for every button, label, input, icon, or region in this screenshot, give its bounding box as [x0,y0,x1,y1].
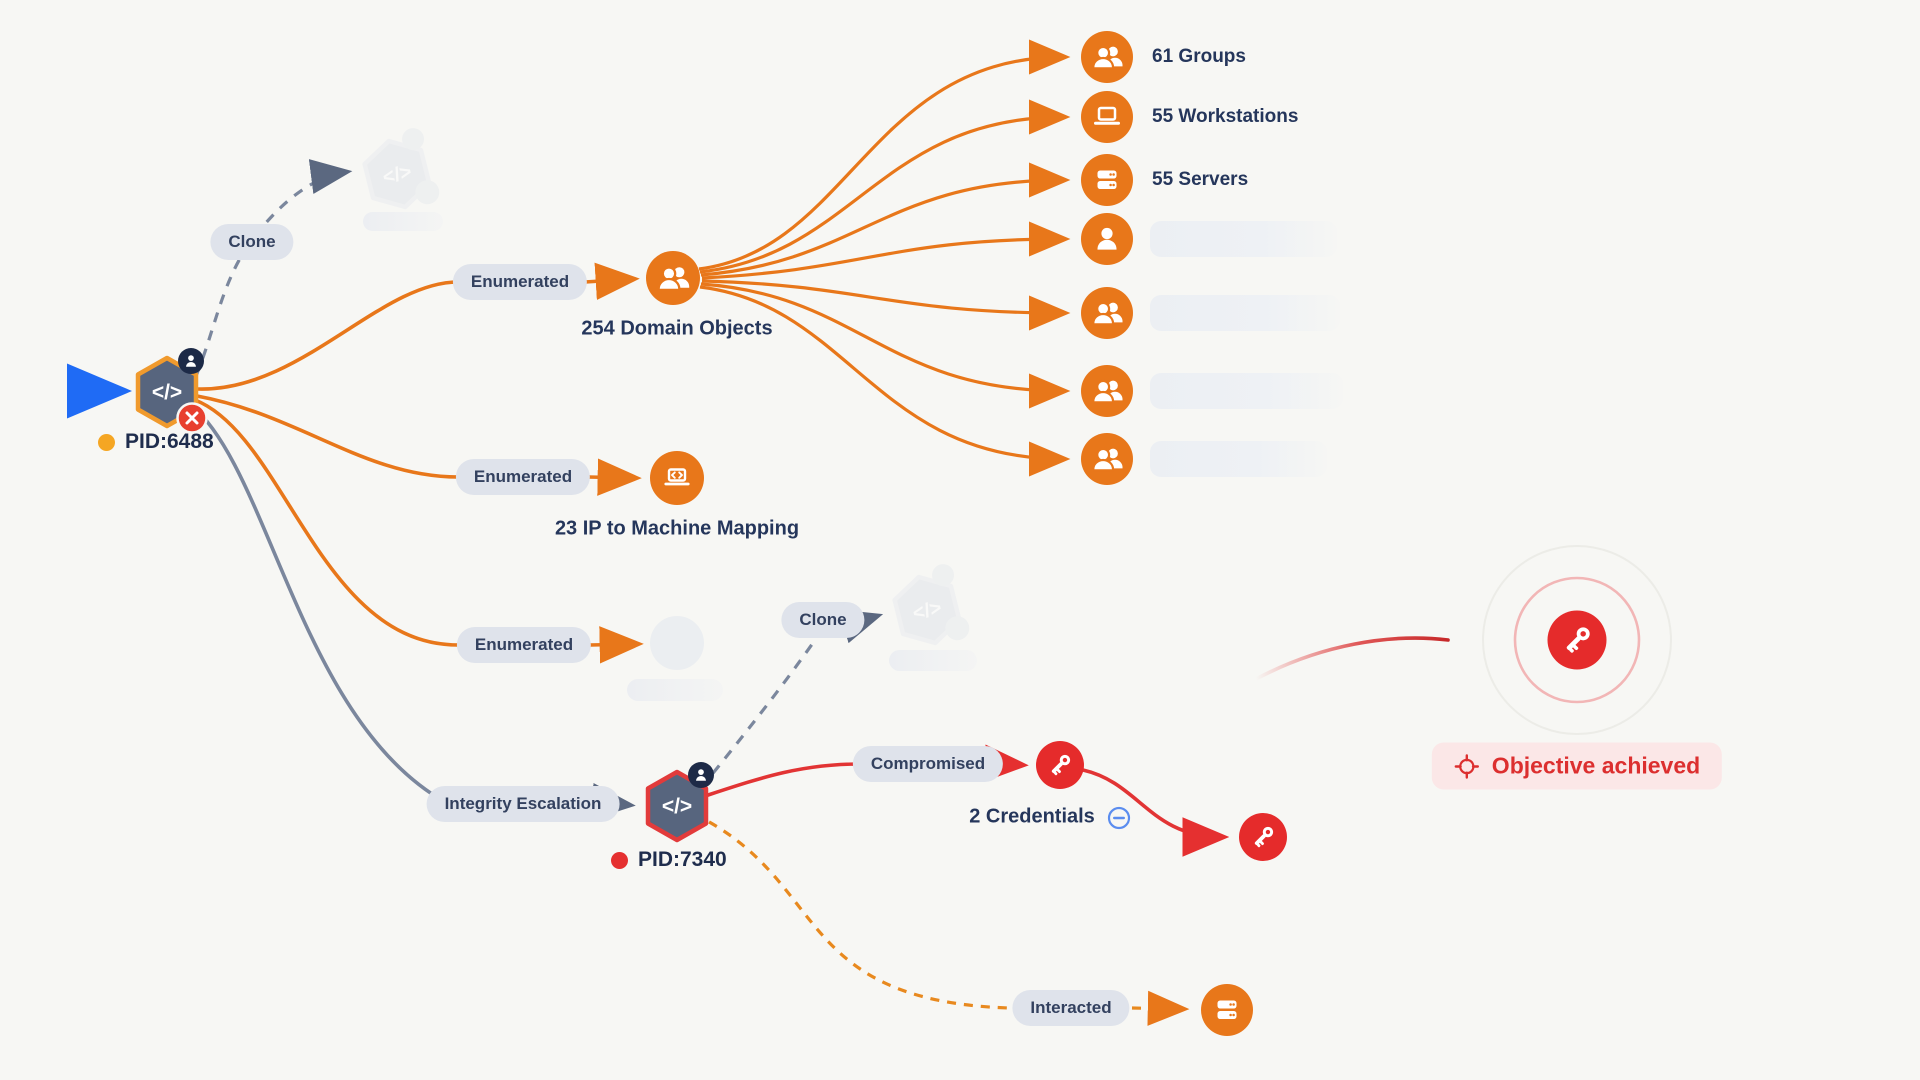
fanout-node-6[interactable] [1081,365,1133,417]
servers-node[interactable] [1081,154,1133,206]
domain-objects-node[interactable] [646,251,700,305]
fanout-node-4[interactable] [1081,213,1133,265]
workstations-node[interactable] [1081,91,1133,143]
groups-node[interactable] [1081,31,1133,83]
interacted-server-node[interactable] [1201,984,1253,1036]
root-pid-label: PID:6488 [98,430,214,454]
collapse-minus-icon[interactable] [1107,806,1131,830]
edge-fanout-row7 [699,285,1071,477]
process-node-child[interactable]: </> [645,762,714,843]
credential-node-1[interactable] [1036,741,1084,789]
edge-fanout-row6 [700,282,1071,409]
ghost-enumerated-placeholder [627,679,723,701]
groups-label: 61 Groups [1152,46,1246,67]
crosshair-icon [1454,753,1480,779]
edge-compromised [701,744,1029,799]
ip-mapping-node[interactable] [650,451,704,505]
ghost-clone-2-placeholder [889,650,977,671]
edge-fanout-row4 [701,221,1071,280]
edge-clone-1 [194,159,353,377]
fanout-placeholder-6 [1150,373,1343,409]
edge-label-compromised[interactable]: Compromised [852,746,1004,782]
edge-clone-2 [699,609,884,790]
ip-mapping-label: 23 IP to Machine Mapping [554,517,800,540]
edge-label-interacted[interactable]: Interacted [1012,990,1130,1026]
code-icon: </> [152,381,182,404]
domain-objects-label: 254 Domain Objects [581,317,773,340]
objective-achieved-badge: Objective achieved [1431,742,1723,790]
objective-node[interactable] [1482,545,1672,735]
user-badge-icon [688,762,714,788]
credentials-label: 2 Credentials [969,805,1095,828]
fanout-placeholder-7 [1150,441,1327,477]
edge-interacted [693,812,1190,1026]
edge-label-enumerated-3[interactable]: Enumerated [456,627,592,663]
code-icon: </> [662,795,692,818]
fanout-node-7[interactable] [1081,433,1133,485]
pid-text: PID:7340 [638,848,727,871]
child-pid-label: PID:7340 [611,848,727,872]
fanout-placeholder-4 [1150,221,1337,257]
edge-fanout-workstations [699,99,1071,274]
pid-text: PID:6488 [125,430,214,453]
servers-label: 55 Servers [1152,169,1249,190]
edge-fanout-groups [698,39,1071,271]
fanout-node-5[interactable] [1081,287,1133,339]
edge-fanout-servers [700,162,1071,277]
edge-label-clone-2[interactable]: Clone [781,602,865,638]
edge-enumerated-2 [196,394,642,496]
edge-label-enumerated-2[interactable]: Enumerated [455,459,591,495]
process-node-root[interactable]: </> [135,348,208,434]
status-dot-compromised [611,851,628,869]
fanout-placeholder-5 [1150,295,1340,331]
ghost-clone-node-1: </> [362,128,440,210]
ghost-enumerated-node [650,616,704,670]
edge-label-integrity-escalation[interactable]: Integrity Escalation [426,786,620,822]
terminated-badge-icon [176,402,208,434]
edge-credentials-link [1082,768,1230,857]
edge-objective-trail [1254,636,1450,681]
edge-fanout-row5 [701,279,1071,331]
edge-label-enumerated-1[interactable]: Enumerated [452,264,588,300]
edge-integrity-escalation [189,403,636,821]
ghost-clone-1-placeholder [363,212,443,231]
status-dot-running [98,433,115,451]
edge-label-clone-1[interactable]: Clone [210,224,294,260]
edge-enumerated-1 [197,262,640,391]
user-badge-icon [178,348,204,374]
ghost-clone-node-2: </> [892,564,970,646]
objective-achieved-text: Objective achieved [1491,752,1701,779]
workstations-label: 55 Workstations [1152,106,1299,127]
credential-node-2[interactable] [1239,813,1287,861]
edge-enumerated-3 [194,398,644,664]
